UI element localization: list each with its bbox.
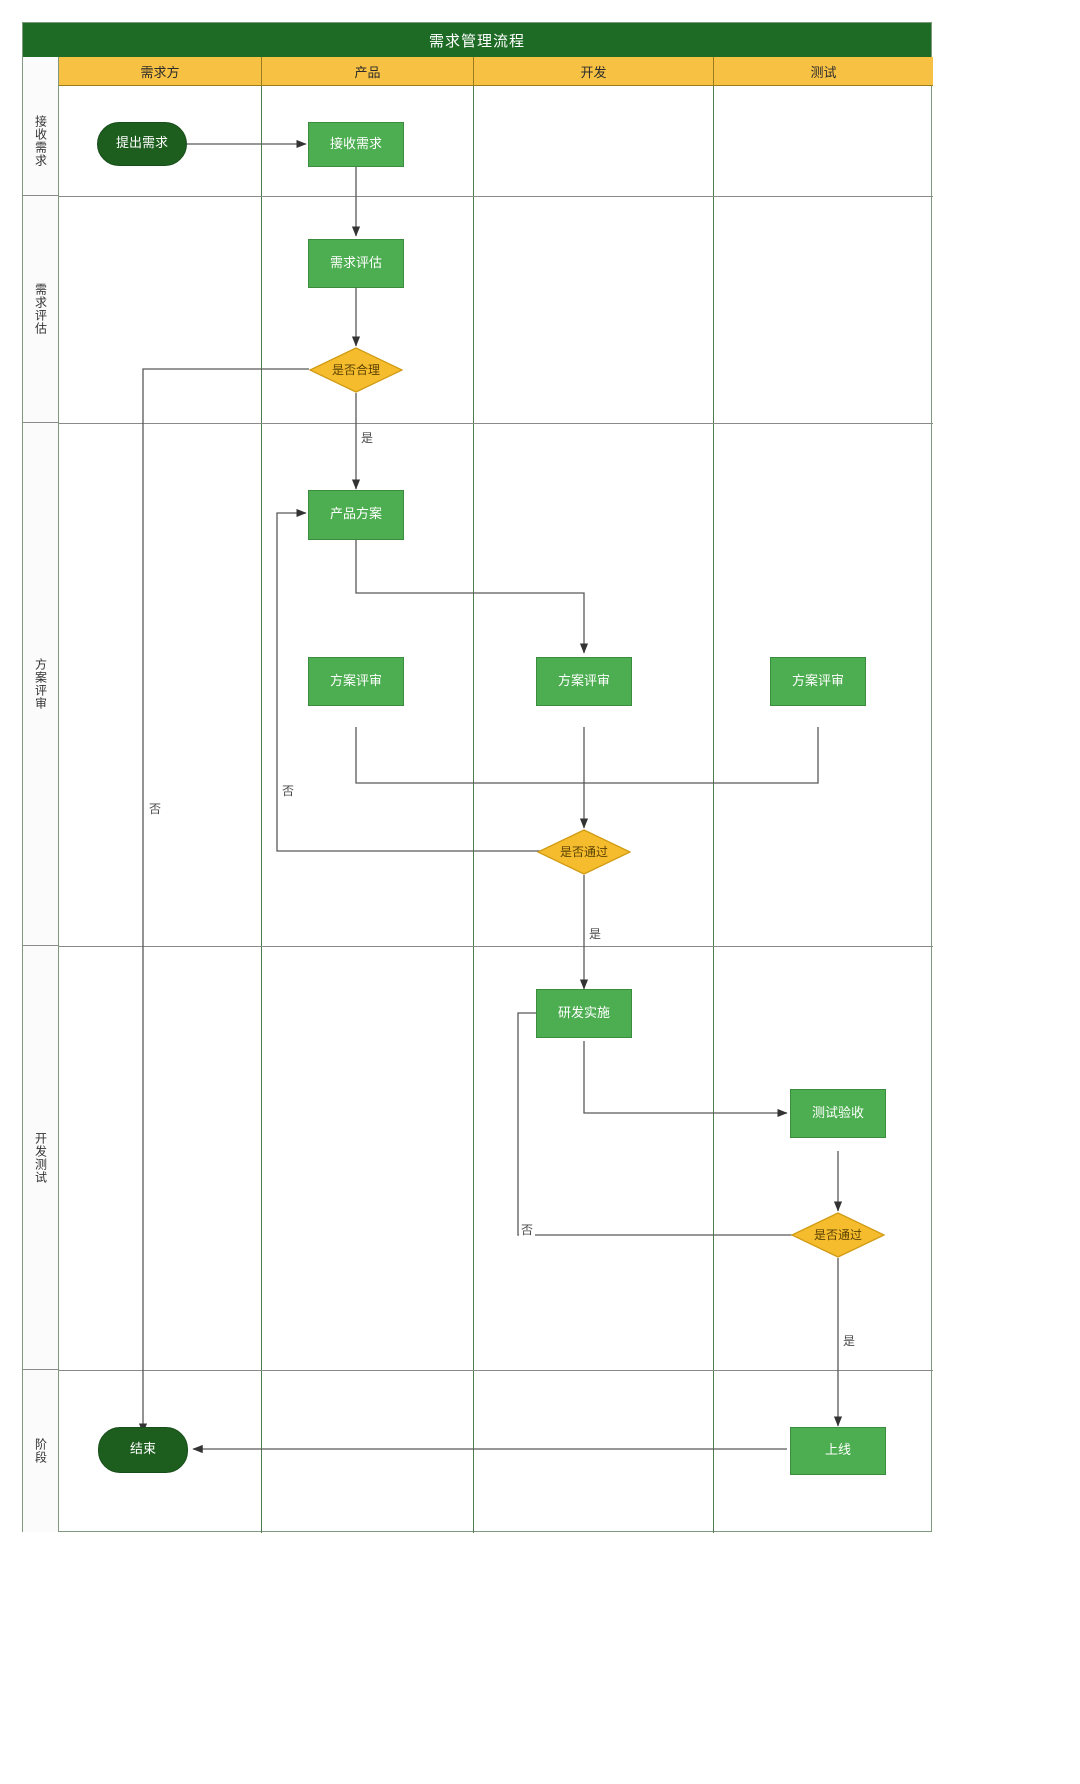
grid-vline-2 (473, 86, 474, 1533)
lane-label: 需求评估 (33, 283, 48, 335)
column-header-label: 需求方 (140, 65, 180, 81)
node-label: 测试验收 (811, 1105, 864, 1121)
lane-label: 接收需求 (33, 114, 48, 167)
lane-dev-test: 开发测试 (23, 946, 59, 1370)
node-label: 提出需求 (115, 136, 168, 152)
node-submit-request[interactable]: 提出需求 (97, 122, 187, 166)
node-label: 接收需求 (329, 136, 382, 152)
node-development[interactable]: 研发实施 (536, 989, 632, 1038)
node-plan-review-dev[interactable]: 方案评审 (536, 657, 632, 706)
lane-label: 阶段 (33, 1438, 48, 1464)
lane-receive-request: 接收需求 (23, 86, 59, 196)
node-label: 是否通过 (813, 1227, 862, 1242)
chart-title-bar: 需求管理流程 (23, 23, 931, 57)
node-go-live[interactable]: 上线 (790, 1427, 886, 1475)
column-header-label: 产品 (354, 65, 381, 81)
lane-label: 开发测试 (33, 1131, 48, 1184)
node-plan-passed[interactable]: 是否通过 (537, 829, 631, 875)
node-label: 是否通过 (559, 844, 608, 859)
lane-stage: 阶段 (23, 1370, 59, 1532)
column-header-product: 产品 (261, 57, 473, 86)
node-label: 研发实施 (557, 1005, 610, 1021)
flowchart-canvas: 需求管理流程 需求方 产品 开发 测试 接收需求 需求评估 方案评审 (22, 22, 933, 1533)
grid-hline-1 (59, 196, 933, 197)
grid-vline-1 (261, 86, 262, 1533)
grid-hline-2 (59, 423, 933, 424)
page-title: 需求管理流程 (428, 31, 525, 50)
node-is-reasonable[interactable]: 是否合理 (309, 347, 403, 393)
edge-label-test-no: 否 (519, 1223, 536, 1237)
node-label: 产品方案 (329, 507, 382, 523)
connector-layer (138, 139, 843, 1454)
diamond-shape (309, 347, 403, 393)
column-header-label: 开发 (580, 65, 607, 81)
edge-label-test-yes: 是 (841, 1334, 858, 1348)
node-test-acceptance[interactable]: 测试验收 (790, 1089, 886, 1138)
grid-hline-3 (59, 946, 933, 947)
edge-label-plan-no: 否 (280, 784, 297, 798)
node-label: 是否合理 (331, 362, 380, 377)
lane-label: 方案评审 (33, 658, 48, 710)
node-label: 方案评审 (329, 673, 382, 689)
diamond-shape (537, 829, 631, 875)
lane-assess-request: 需求评估 (23, 196, 59, 423)
edge-label-plan-yes: 是 (587, 927, 604, 941)
edge-label-reasonable-no: 否 (147, 802, 164, 816)
grid-vline-3 (713, 86, 714, 1533)
node-plan-review-test[interactable]: 方案评审 (770, 657, 866, 706)
node-product-plan[interactable]: 产品方案 (308, 490, 404, 540)
lane-plan-review: 方案评审 (23, 423, 59, 946)
node-plan-review-product[interactable]: 方案评审 (308, 657, 404, 706)
diamond-shape (791, 1212, 885, 1258)
column-header-label: 测试 (810, 65, 837, 81)
node-assess-request[interactable]: 需求评估 (308, 239, 404, 288)
node-receive-request[interactable]: 接收需求 (308, 122, 404, 167)
column-header-test: 测试 (713, 57, 933, 86)
node-label: 上线 (824, 1443, 851, 1459)
column-header-requester: 需求方 (59, 57, 261, 86)
node-end[interactable]: 结束 (98, 1427, 188, 1473)
column-header-dev: 开发 (473, 57, 713, 86)
lane-column: 接收需求 需求评估 方案评审 开发测试 阶段 (23, 57, 59, 1532)
node-label: 方案评审 (791, 673, 844, 689)
node-label: 需求评估 (329, 255, 382, 271)
node-label: 方案评审 (557, 673, 610, 689)
edge-label-reasonable-yes: 是 (359, 431, 376, 445)
grid-hline-4 (59, 1370, 933, 1371)
node-label: 结束 (129, 1442, 156, 1458)
node-test-passed[interactable]: 是否通过 (791, 1212, 885, 1258)
